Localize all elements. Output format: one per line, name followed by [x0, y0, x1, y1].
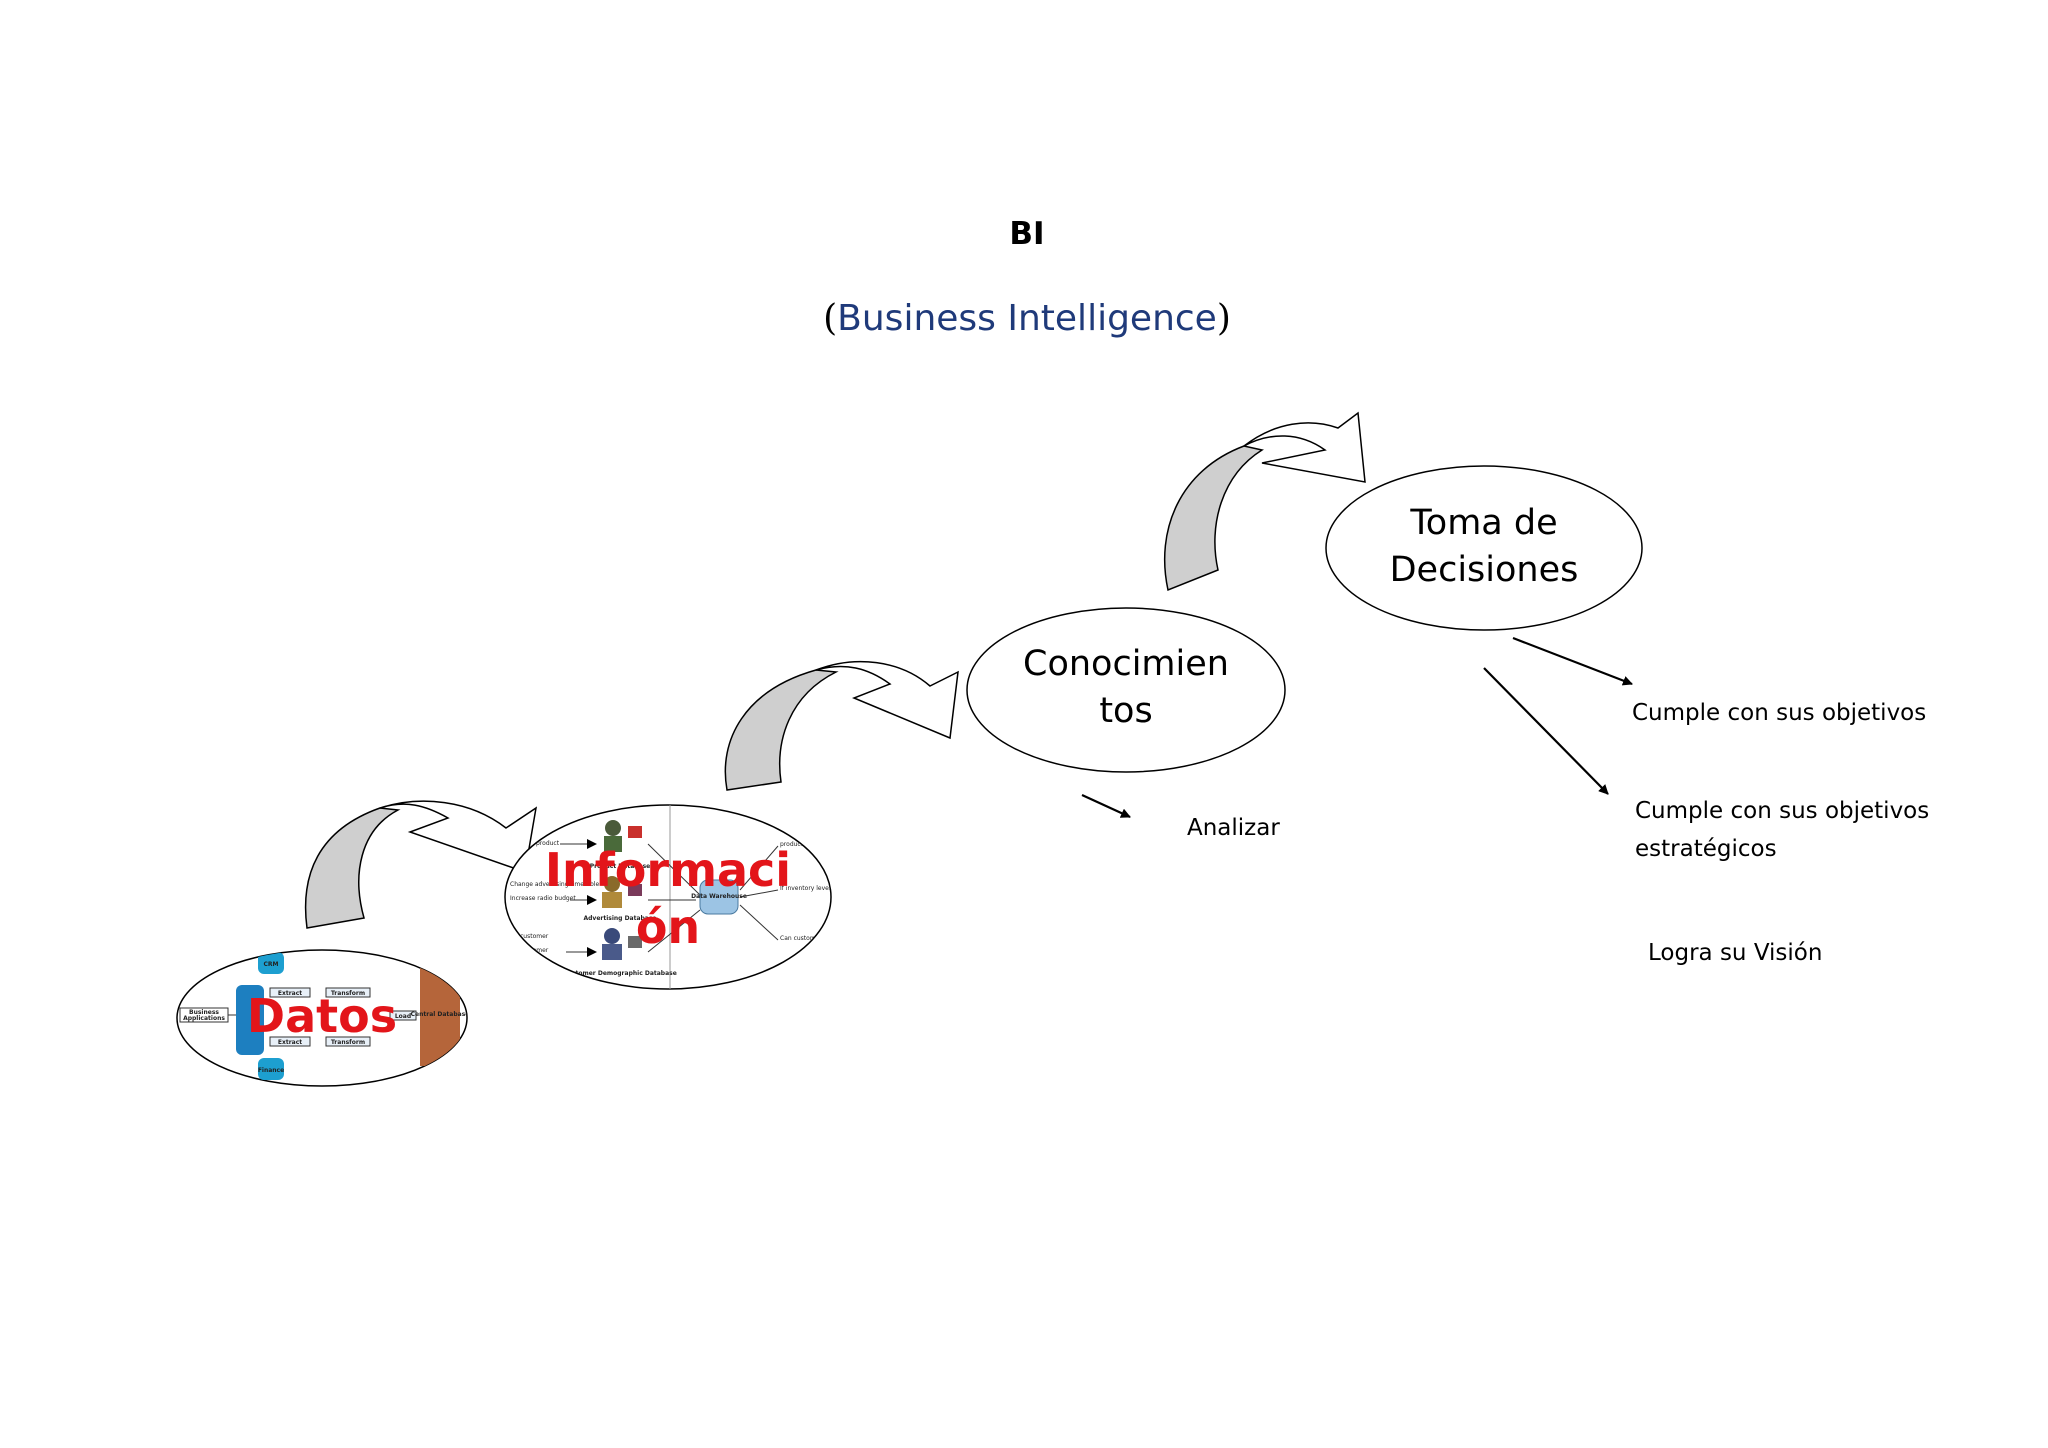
info-left-note-3: Increase radio budget	[510, 895, 576, 902]
info-db-advertising: Advertising Database	[583, 915, 656, 922]
datos-box-central: Central Database	[411, 1011, 470, 1018]
datos-box-business: Business	[189, 1009, 219, 1016]
note-objetivos-estrategicos-line-1: Cumple con sus objetivos	[1635, 798, 1929, 824]
curved-arrow-1	[304, 800, 538, 929]
toma-label-line-2: Decisiones	[1390, 550, 1579, 590]
subtitle-text: Business Intelligence	[837, 298, 1217, 339]
informacion-label-line-2: ón	[636, 900, 700, 954]
datos-db-finance	[258, 1058, 284, 1080]
info-right-note-3: Can customer profile changes support a h…	[780, 935, 970, 942]
datos-box-finance: Finance	[258, 1067, 284, 1074]
curved-arrow-2	[724, 660, 959, 791]
datos-db-stack	[236, 985, 264, 1055]
info-right-note-1: product $19,000 month in all areas?	[780, 841, 889, 848]
arrow-to-analizar	[1081, 794, 1131, 818]
node-datos: Business Applications CRM Finance Extrac…	[176, 949, 470, 1087]
node-conocimientos: Conocimien tos	[966, 607, 1286, 773]
datos-box-applications: Applications	[183, 1015, 225, 1022]
node-informacion: product Change advertising timetable Inc…	[504, 804, 988, 990]
datos-box-transform-1: Transform	[331, 990, 365, 997]
info-data-warehouse	[699, 879, 739, 915]
page-subtitle: (Business Intelligence)	[823, 298, 1231, 339]
datos-box-extract-2: Extract	[278, 1039, 302, 1046]
datos-box-extract-1: Extract	[278, 990, 302, 997]
note-objetivos: Cumple con sus objetivos	[1632, 700, 1926, 726]
info-left-note-2: Change advertising timetable	[510, 881, 599, 888]
note-analizar: Analizar	[1187, 815, 1280, 841]
subtitle-open-paren: (	[823, 298, 837, 339]
info-left-note-4: customer	[520, 933, 549, 940]
page-title: BI	[1009, 216, 1044, 252]
datos-box-crm: CRM	[264, 961, 279, 968]
info-right-note-2: If inventory levels drop 10%, what custo…	[780, 885, 988, 892]
datos-box-transform-2: Transform	[331, 1039, 365, 1046]
datos-box-load: Load	[395, 1013, 411, 1020]
conocimientos-label-line-2: tos	[1099, 691, 1152, 731]
node-toma-decisiones: Toma de Decisiones	[1325, 465, 1643, 631]
datos-label: Datos	[247, 989, 397, 1043]
info-left-note-1: product	[536, 840, 560, 847]
conocimientos-label-line-1: Conocimien	[1023, 644, 1229, 684]
info-db-customer: Customer Demographic Database	[563, 970, 677, 977]
curved-arrow-3	[1164, 411, 1366, 592]
info-db-product: Product Database	[590, 863, 651, 870]
arrow-to-objetivos	[1512, 636, 1633, 686]
note-objetivos-estrategicos-line-2: estratégicos	[1635, 836, 1777, 862]
datos-db-crm	[258, 952, 284, 974]
arrow-to-objetivos-estrategicos	[1483, 667, 1609, 795]
note-vision: Logra su Visión	[1648, 940, 1822, 966]
informacion-label-line-1: Informaci	[545, 843, 791, 897]
subtitle-close-paren: )	[1217, 298, 1231, 339]
info-center-label: Data Warehouse	[691, 893, 747, 900]
toma-label-line-1: Toma de	[1409, 503, 1557, 543]
